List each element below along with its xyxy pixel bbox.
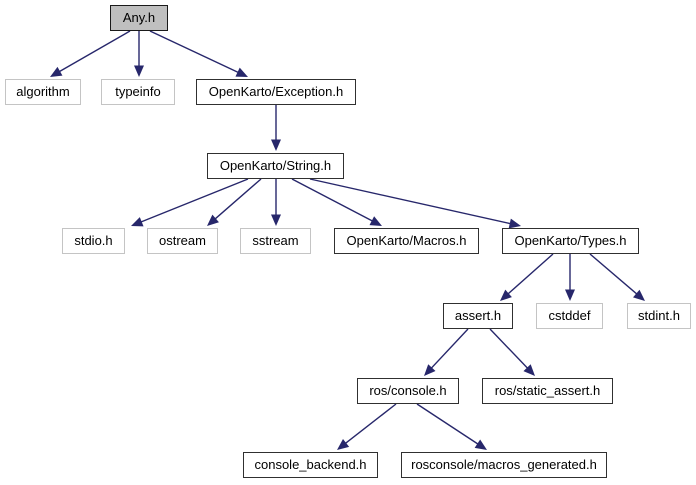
edge-arrowhead-icon bbox=[474, 439, 487, 450]
graph-edge-any-to-algorithm bbox=[50, 30, 131, 77]
graph-edge-any-to-typeinfo bbox=[134, 31, 144, 77]
graph-edge-console-to-backend bbox=[337, 403, 397, 450]
graph-edge-string-to-sstream bbox=[271, 179, 281, 226]
edge-arrowhead-icon bbox=[271, 139, 281, 151]
edge-arrowhead-icon bbox=[50, 66, 63, 77]
edge-line bbox=[507, 253, 554, 295]
edge-arrowhead-icon bbox=[424, 364, 436, 376]
edge-arrowhead-icon bbox=[565, 289, 575, 301]
graph-edge-string-to-ostream bbox=[207, 178, 262, 226]
graph-node-macros[interactable]: OpenKarto/Macros.h bbox=[334, 228, 479, 254]
edge-line bbox=[58, 30, 131, 73]
graph-edge-string-to-stdio bbox=[131, 178, 249, 227]
edge-arrowhead-icon bbox=[271, 214, 281, 226]
graph-edge-assert-to-staticasrt bbox=[489, 328, 535, 376]
edge-arrowhead-icon bbox=[134, 65, 144, 77]
graph-edge-types-to-stdint bbox=[589, 253, 645, 301]
graph-node-cstddef[interactable]: cstddef bbox=[536, 303, 603, 329]
edge-line bbox=[291, 178, 374, 222]
graph-node-ostream[interactable]: ostream bbox=[147, 228, 218, 254]
edge-line bbox=[416, 403, 480, 446]
edge-arrowhead-icon bbox=[337, 438, 350, 450]
edge-arrowhead-icon bbox=[633, 289, 645, 301]
edge-line bbox=[589, 253, 638, 296]
edge-line bbox=[430, 328, 469, 370]
edge-arrowhead-icon bbox=[523, 364, 535, 376]
graph-node-string[interactable]: OpenKarto/String.h bbox=[207, 153, 344, 179]
graph-node-stdio[interactable]: stdio.h bbox=[62, 228, 125, 254]
graph-edge-console-to-macrosgen bbox=[416, 403, 487, 450]
graph-node-stdint[interactable]: stdint.h bbox=[627, 303, 691, 329]
edge-line bbox=[214, 178, 262, 220]
graph-node-any[interactable]: Any.h bbox=[110, 5, 168, 31]
edge-arrowhead-icon bbox=[369, 216, 382, 226]
graph-node-macrosgen[interactable]: rosconsole/macros_generated.h bbox=[401, 452, 607, 478]
graph-node-typeinfo[interactable]: typeinfo bbox=[101, 79, 175, 105]
edge-arrowhead-icon bbox=[235, 67, 248, 77]
edge-arrowhead-icon bbox=[508, 218, 521, 229]
graph-node-sstream[interactable]: sstream bbox=[240, 228, 311, 254]
edge-arrowhead-icon bbox=[500, 289, 512, 301]
graph-edge-exception-to-string bbox=[271, 105, 281, 151]
graph-node-types[interactable]: OpenKarto/Types.h bbox=[502, 228, 639, 254]
graph-edge-string-to-macros bbox=[291, 178, 382, 226]
graph-node-console[interactable]: ros/console.h bbox=[357, 378, 459, 404]
graph-edge-assert-to-console bbox=[424, 328, 469, 376]
edge-line bbox=[344, 403, 397, 445]
edge-line bbox=[309, 178, 512, 225]
graph-node-algorithm[interactable]: algorithm bbox=[5, 79, 81, 105]
graph-edge-string-to-types bbox=[309, 178, 521, 229]
edge-line bbox=[149, 30, 240, 74]
edge-arrowhead-icon bbox=[131, 217, 144, 227]
edge-line bbox=[489, 328, 529, 370]
graph-edge-types-to-assert bbox=[500, 253, 554, 301]
graph-node-staticasrt[interactable]: ros/static_assert.h bbox=[482, 378, 613, 404]
graph-node-backend[interactable]: console_backend.h bbox=[243, 452, 378, 478]
edge-line bbox=[140, 178, 249, 223]
graph-node-exception[interactable]: OpenKarto/Exception.h bbox=[196, 79, 356, 105]
graph-edge-types-to-cstddef bbox=[565, 254, 575, 301]
edge-arrowhead-icon bbox=[207, 214, 219, 226]
graph-edge-any-to-exception bbox=[149, 30, 248, 77]
graph-node-assert[interactable]: assert.h bbox=[443, 303, 513, 329]
